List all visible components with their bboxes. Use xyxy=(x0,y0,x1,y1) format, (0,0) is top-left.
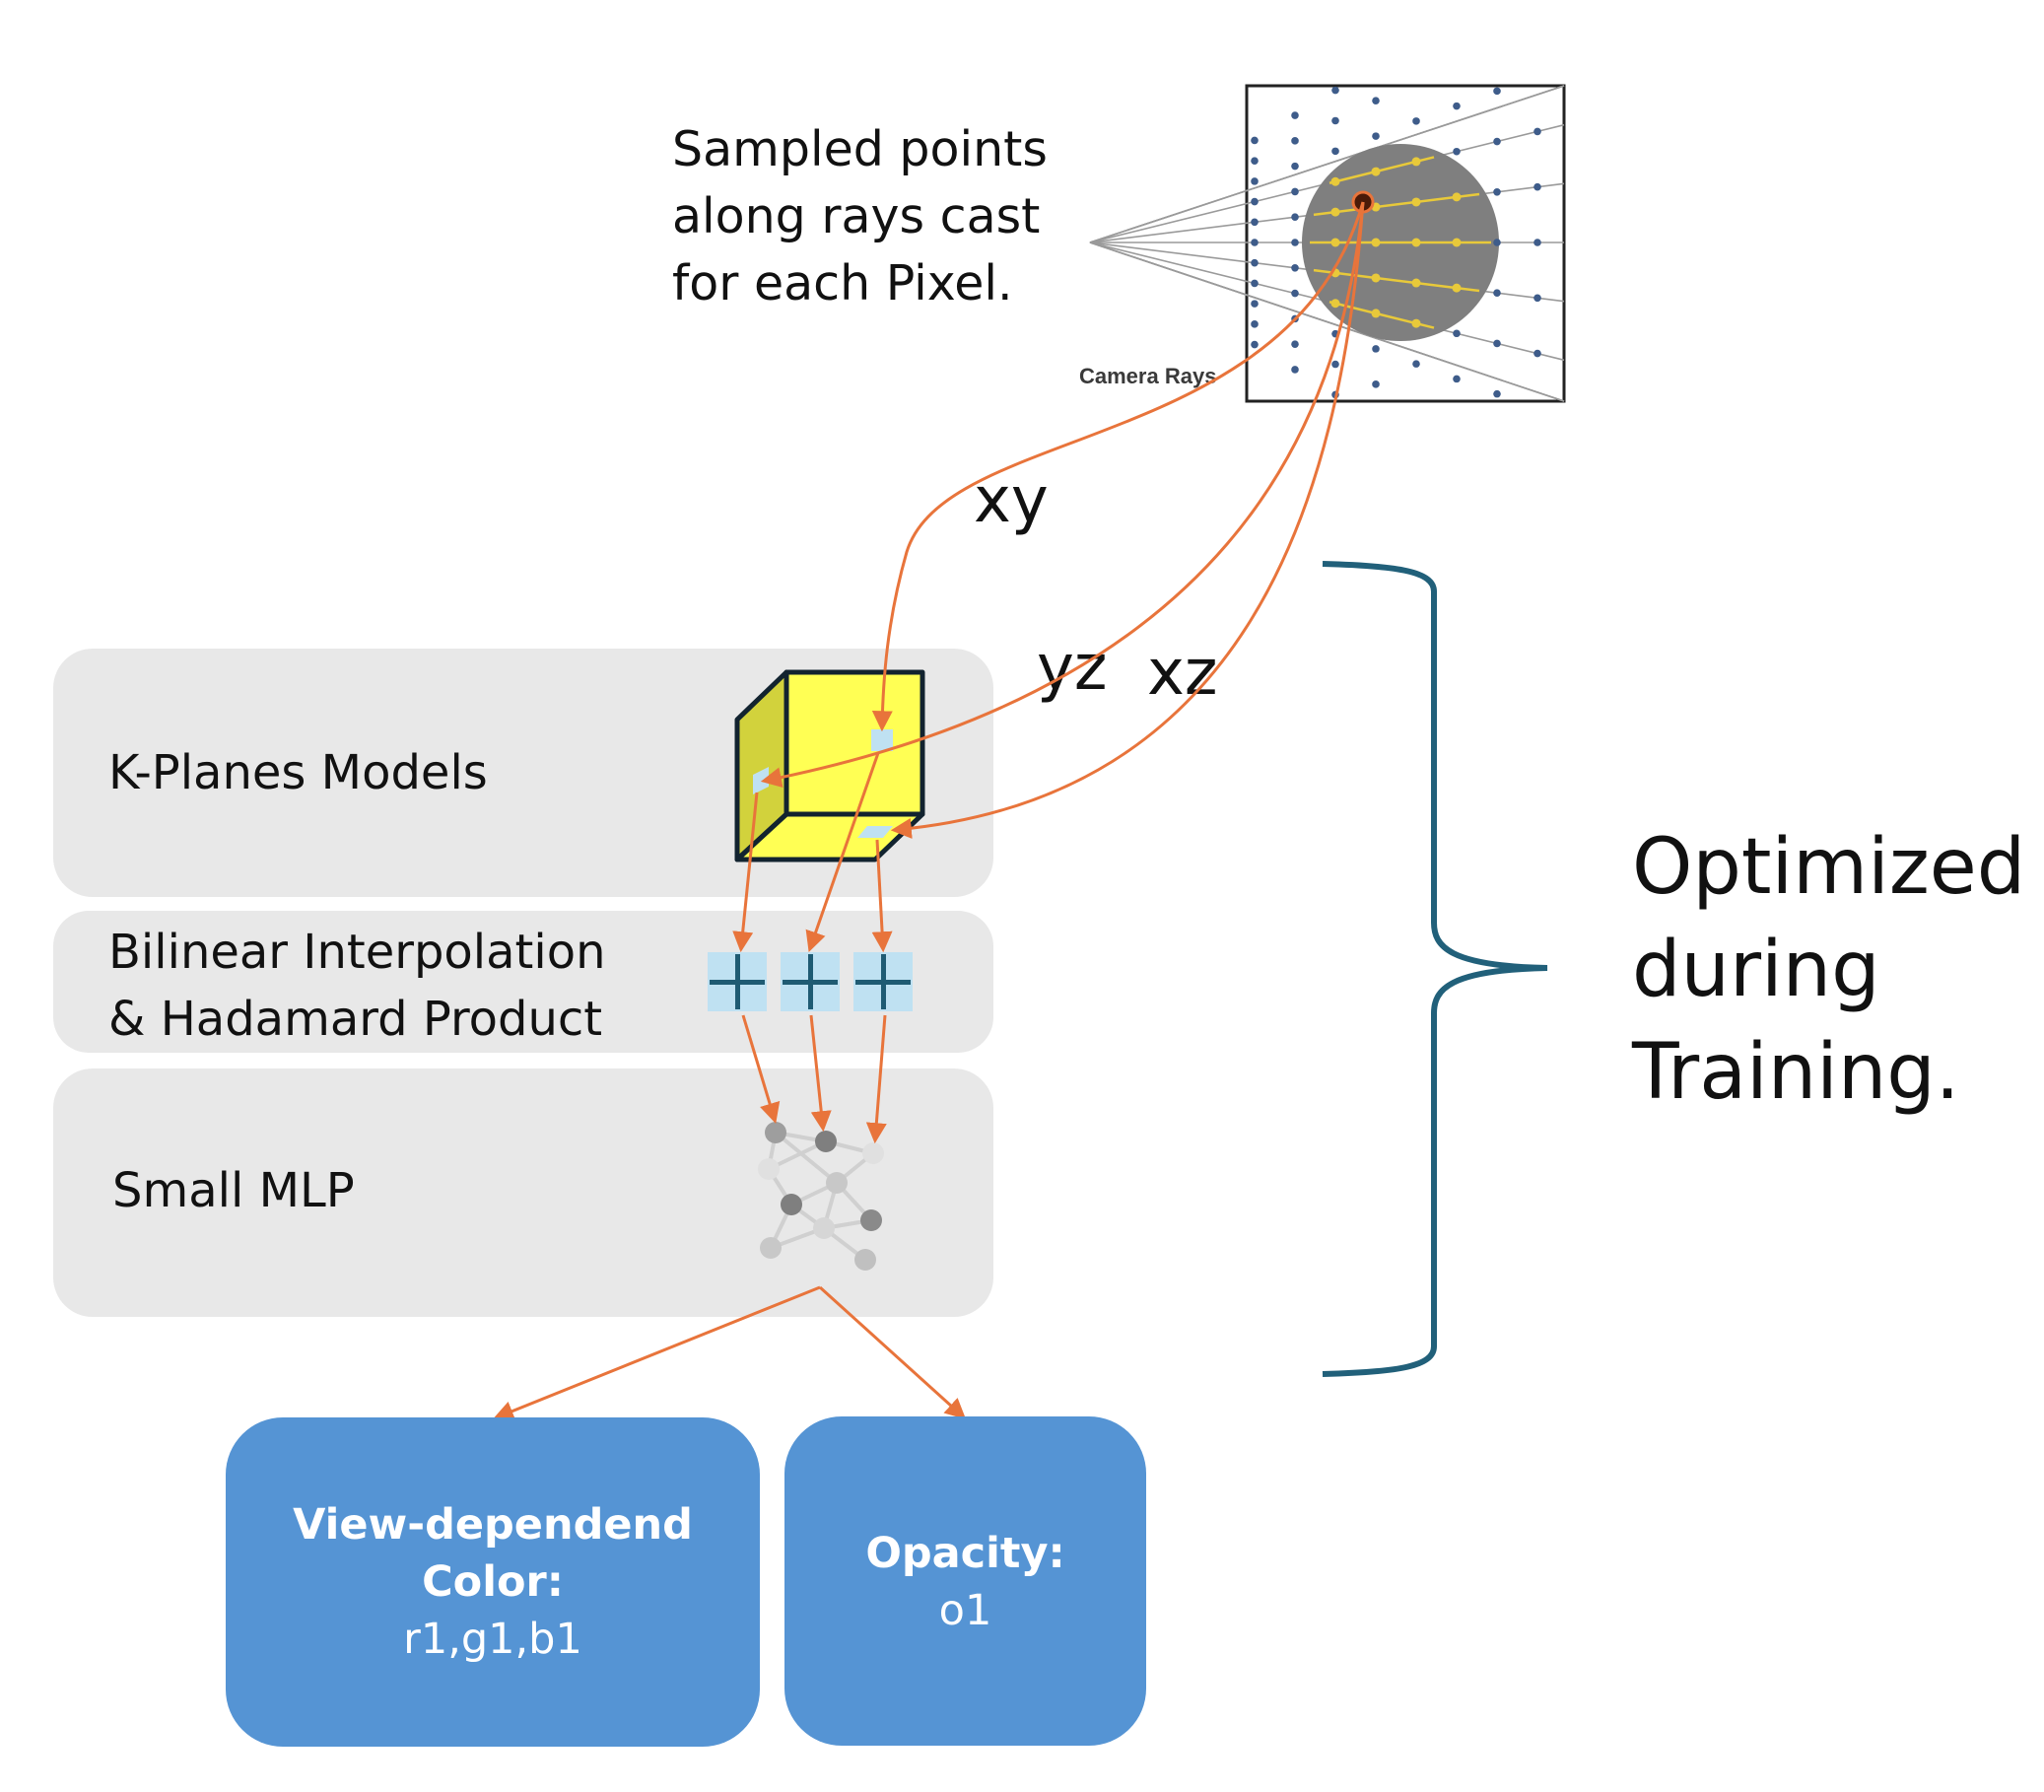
ray-sample-point xyxy=(1533,182,1541,191)
sphere-sample-point xyxy=(1330,238,1340,247)
training-brace xyxy=(1322,561,1548,1377)
ray-sample-point xyxy=(1533,239,1541,246)
plane-label-xz: xz xyxy=(1147,637,1218,710)
selected-sample-point xyxy=(1351,190,1375,214)
interpolation-label-line: Bilinear Interpolation xyxy=(108,925,606,980)
ray-sample-point xyxy=(1291,314,1299,323)
ray-sample-point xyxy=(1291,137,1299,145)
ray-sample-point xyxy=(1453,329,1461,338)
sphere-sample-point xyxy=(1411,238,1421,247)
ray-sample-point xyxy=(1251,320,1259,328)
sphere-sample-point xyxy=(1371,273,1381,283)
opacity-output-value: o1 xyxy=(938,1586,992,1635)
ray-sample-point xyxy=(1372,380,1380,388)
training-label: Optimized during Training. xyxy=(1632,816,2025,1124)
ray-sample-point xyxy=(1251,197,1259,206)
interpolation-label: Bilinear Interpolation & Hadamard Produc… xyxy=(108,919,606,1053)
ray-sample-point xyxy=(1291,340,1299,348)
ray-sample-point xyxy=(1251,340,1259,349)
ray-sample-point xyxy=(1493,137,1501,146)
sphere-sample-point xyxy=(1411,197,1421,207)
ray-sample-point xyxy=(1251,300,1259,308)
sphere-sample-point xyxy=(1452,283,1462,293)
rays-caption-line: for each Pixel. xyxy=(672,255,1013,311)
sphere-sample-point xyxy=(1371,309,1381,318)
ray-sample-point xyxy=(1493,389,1501,398)
ray-sample-point xyxy=(1412,360,1420,368)
ray-sample-point xyxy=(1331,116,1339,125)
ray-sample-point xyxy=(1251,218,1259,227)
sphere-sample-point xyxy=(1452,192,1462,202)
ray-sample-point xyxy=(1493,187,1501,196)
ray-sample-point xyxy=(1331,329,1339,338)
plane-label-yz: yz xyxy=(1037,632,1108,705)
sphere-sample-point xyxy=(1330,207,1340,217)
camera-rays-illustration xyxy=(1089,84,1566,403)
opacity-output-title: Opacity: xyxy=(865,1529,1065,1578)
ray-sample-point xyxy=(1251,136,1259,145)
plane-label-xy: xy xyxy=(974,464,1049,537)
ray-sample-point xyxy=(1412,117,1420,125)
sphere-sample-point xyxy=(1330,299,1340,309)
ray-sample-point xyxy=(1291,366,1299,374)
ray-sample-point xyxy=(1291,213,1299,222)
sphere-sample-point xyxy=(1371,238,1381,247)
ray-sample-point xyxy=(1331,360,1339,369)
ray-sample-point xyxy=(1291,239,1299,246)
ray-sample-point xyxy=(1291,187,1299,196)
ray-sample-point xyxy=(1453,147,1461,156)
ray-sample-point xyxy=(1251,239,1259,246)
ray-sample-point xyxy=(1493,339,1501,348)
opacity-output-box: Opacity: o1 xyxy=(784,1416,1146,1746)
ray-sample-point xyxy=(1291,111,1299,119)
ray-sample-point xyxy=(1291,162,1299,171)
color-output-box: View-dependend Color: r1,g1,b1 xyxy=(226,1417,760,1747)
mlp-label: Small MLP xyxy=(112,1163,355,1218)
ray-sample-point xyxy=(1331,147,1339,156)
sphere-sample-point xyxy=(1330,268,1340,278)
kplanes-layer: K-Planes Models xyxy=(53,649,993,897)
color-output-title: View-dependend xyxy=(293,1500,693,1550)
training-label-line: Training. xyxy=(1632,1028,1960,1117)
ray-sample-point xyxy=(1372,345,1380,353)
sphere-sample-point xyxy=(1411,318,1421,328)
rays-caption-line: Sampled points xyxy=(672,121,1048,177)
color-output-value: r1,g1,b1 xyxy=(403,1615,582,1664)
ray-sample-point xyxy=(1291,289,1299,298)
ray-sample-point xyxy=(1331,390,1339,399)
interpolation-layer: Bilinear Interpolation & Hadamard Produc… xyxy=(53,911,993,1053)
ray-sample-point xyxy=(1251,279,1259,288)
rays-caption-line: along rays cast xyxy=(672,188,1041,244)
color-output-title: Color: xyxy=(422,1557,564,1607)
ray-sample-point xyxy=(1291,263,1299,272)
ray-sample-point xyxy=(1493,87,1501,96)
ray-sample-point xyxy=(1372,97,1380,104)
sphere-sample-point xyxy=(1411,278,1421,288)
ray-sample-point xyxy=(1493,239,1501,246)
ray-sample-point xyxy=(1331,86,1339,95)
sphere-sample-point xyxy=(1452,238,1462,247)
ray-sample-point xyxy=(1251,177,1259,185)
sphere-sample-point xyxy=(1371,167,1381,176)
sphere-sample-point xyxy=(1330,176,1340,186)
ray-sample-point xyxy=(1372,132,1380,140)
ray-sample-point xyxy=(1251,258,1259,267)
ray-sample-point xyxy=(1533,294,1541,303)
training-label-line: during xyxy=(1632,926,1880,1014)
mlp-layer: Small MLP xyxy=(53,1068,993,1317)
kplanes-label: K-Planes Models xyxy=(108,745,488,800)
camera-rays-label: Camera Rays xyxy=(1079,364,1217,388)
sphere-sample-point xyxy=(1411,157,1421,167)
ray-sample-point xyxy=(1251,157,1259,165)
ray-sample-point xyxy=(1453,375,1461,383)
ray-sample-point xyxy=(1493,289,1501,298)
training-label-line: Optimized xyxy=(1632,823,2026,912)
ray-sample-point xyxy=(1533,127,1541,136)
ray-sample-point xyxy=(1453,102,1461,110)
interpolation-label-line: & Hadamard Product xyxy=(108,992,603,1047)
ray-sample-point xyxy=(1533,349,1541,358)
rays-caption: Sampled points along rays cast for each … xyxy=(672,116,1048,317)
